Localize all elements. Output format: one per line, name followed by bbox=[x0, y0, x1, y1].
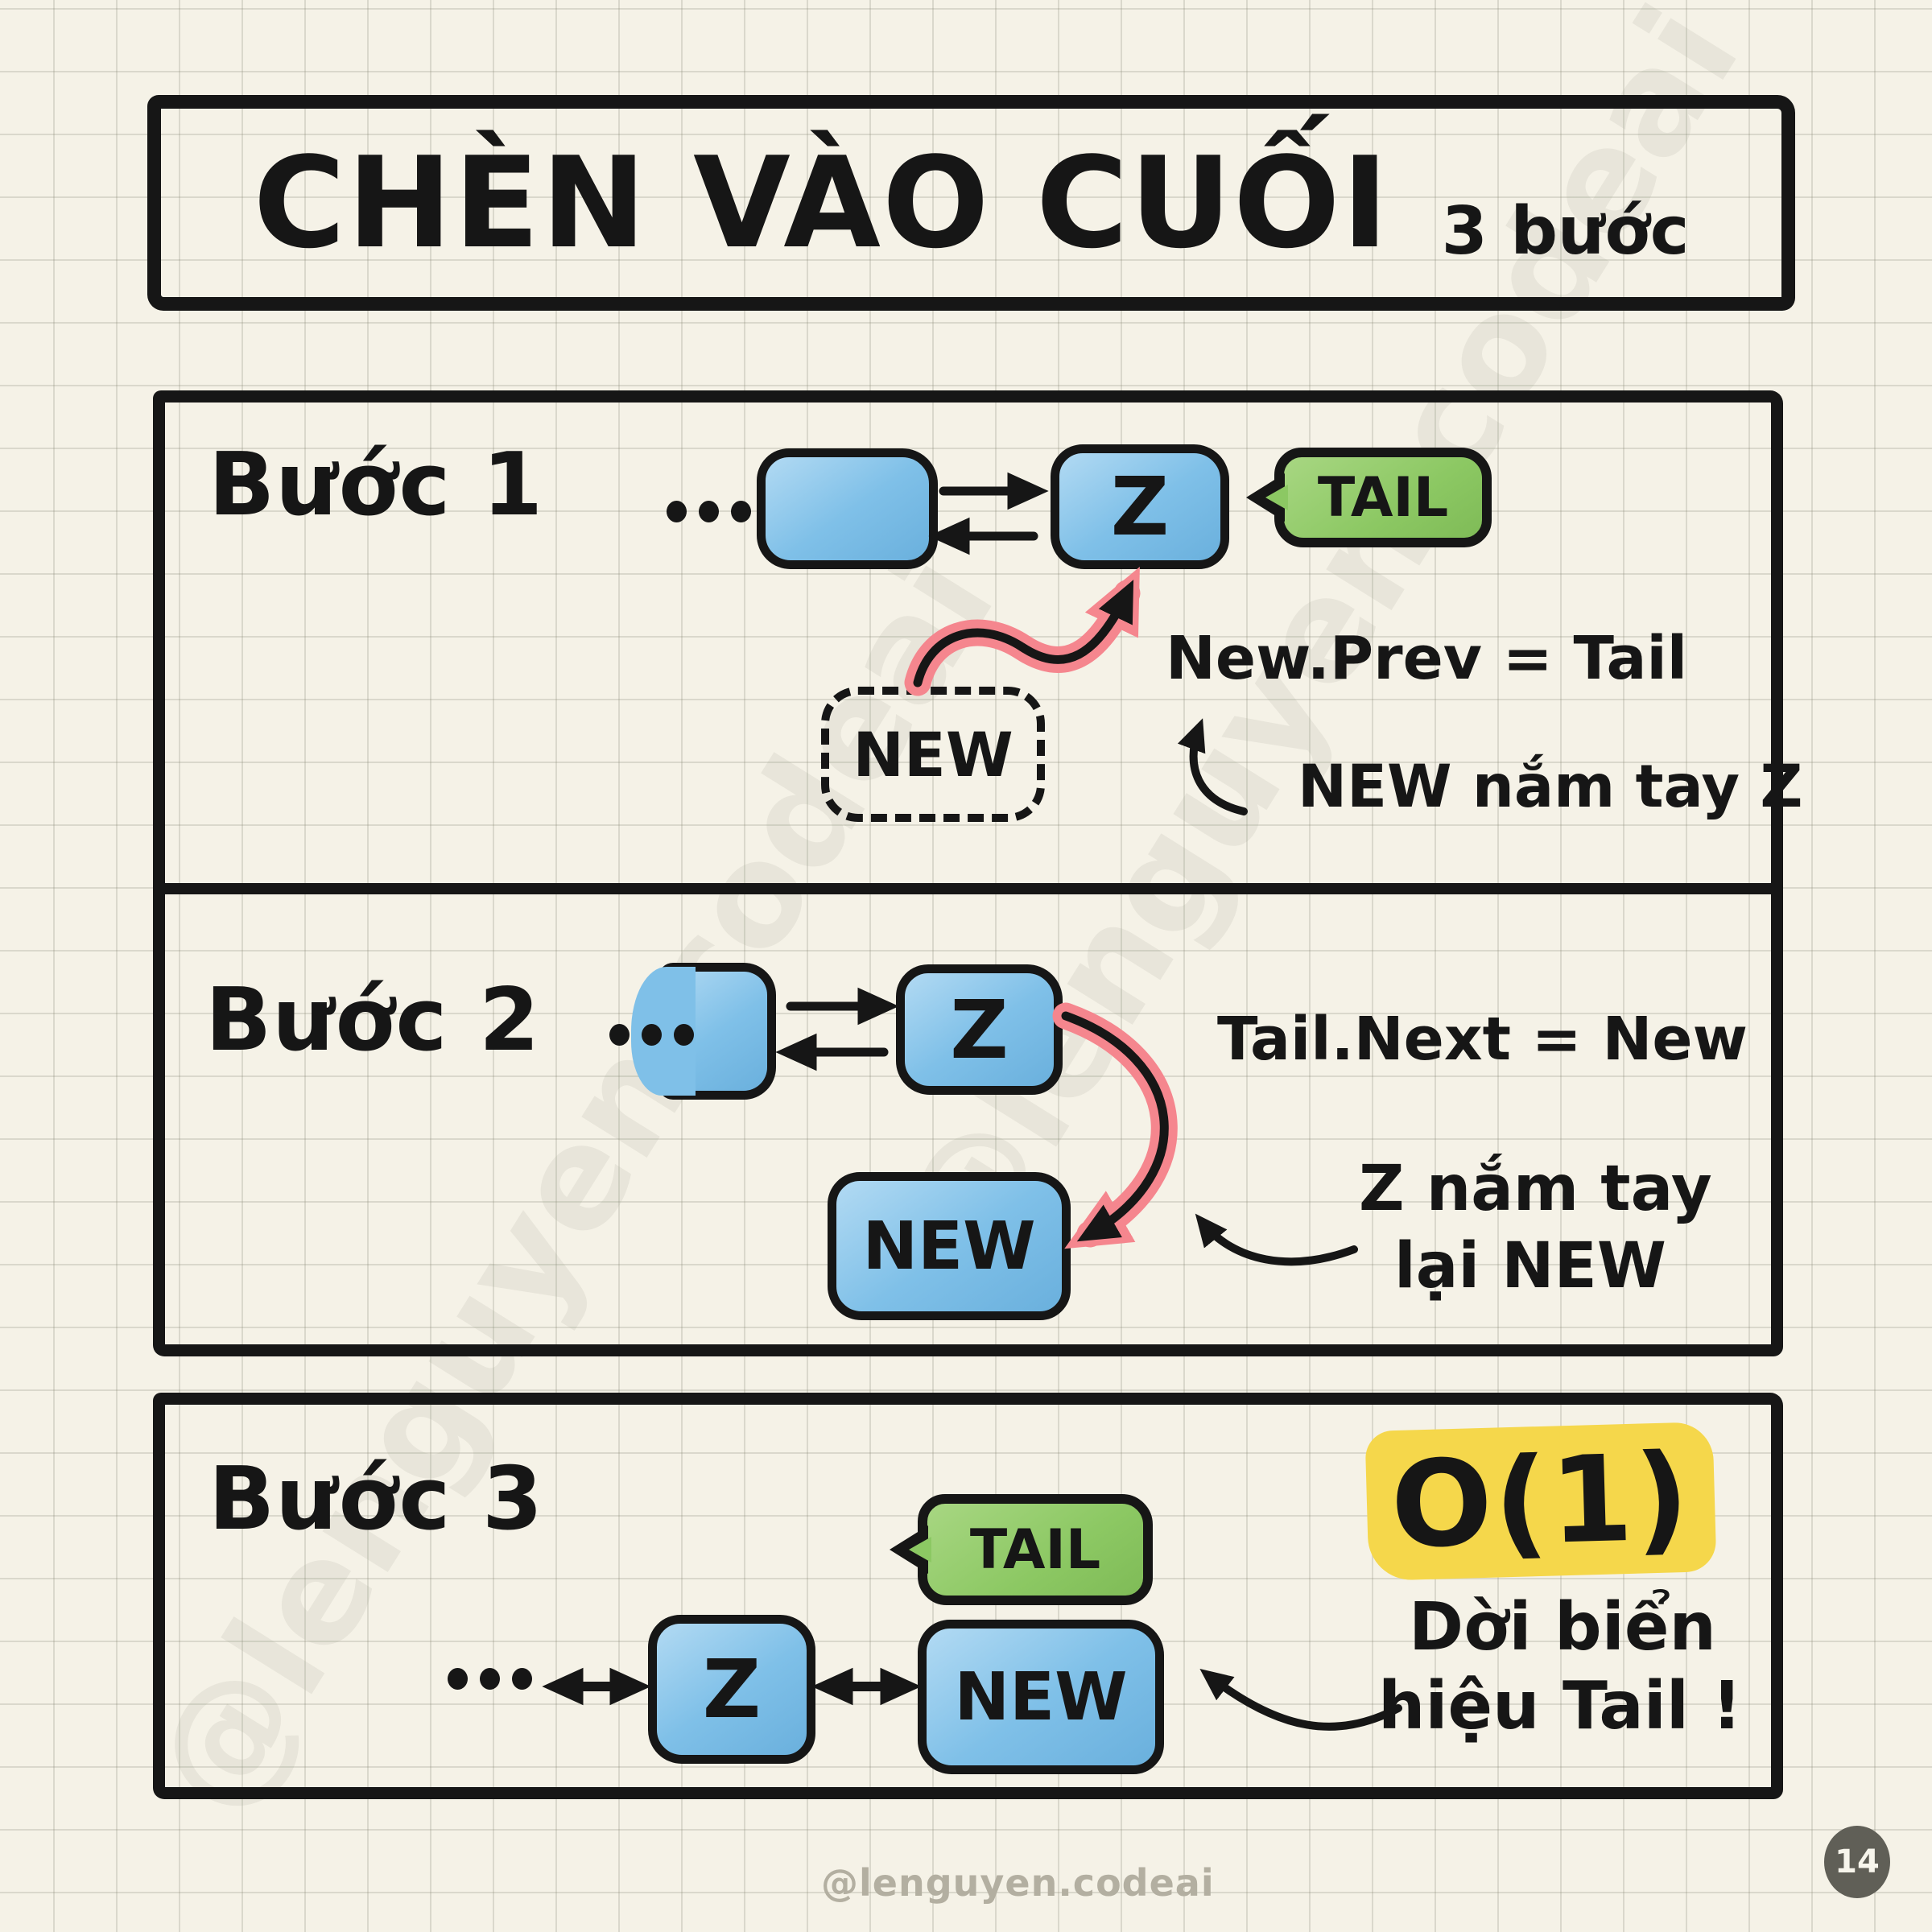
node-new-step3: NEW bbox=[918, 1620, 1164, 1774]
steps-1-2-panel: Bước 1 Z TAIL NEW New.Prev = Tail NEW nắ… bbox=[153, 390, 1802, 1356]
step-3-label: Bước 3 bbox=[208, 1449, 544, 1550]
node-new-dashed-step1: NEW bbox=[821, 687, 1045, 822]
tail-tag-label: TAIL bbox=[1317, 465, 1449, 530]
title-box: CHÈN VÀO CUỐI 3 bước bbox=[147, 95, 1795, 311]
step-1-code: New.Prev = Tail bbox=[1166, 624, 1688, 693]
tail-tag-step1: TAIL bbox=[1274, 448, 1492, 547]
step-1-note: NEW nắm tay Z bbox=[1298, 753, 1803, 821]
list-continuation-dots bbox=[609, 1024, 694, 1046]
list-node-blank bbox=[757, 448, 938, 569]
node-z-label: Z bbox=[1110, 460, 1170, 554]
tail-tag-label: TAIL bbox=[969, 1517, 1101, 1582]
node-z-label: Z bbox=[950, 982, 1009, 1077]
list-continuation-dots bbox=[667, 501, 751, 522]
panel-divider bbox=[153, 883, 1783, 894]
tail-tag-step3: TAIL bbox=[918, 1494, 1153, 1605]
node-new-step2: NEW bbox=[828, 1172, 1071, 1320]
step-1-label: Bước 1 bbox=[208, 435, 544, 535]
complexity-value: O(1) bbox=[1389, 1427, 1693, 1575]
node-z-step1: Z bbox=[1051, 444, 1229, 569]
step-2-note-line2: lại NEW bbox=[1394, 1230, 1666, 1302]
step-2-label: Bước 2 bbox=[205, 970, 541, 1071]
node-z-step3: Z bbox=[648, 1615, 815, 1764]
step-3-note-line2: hiệu Tail ! bbox=[1378, 1668, 1742, 1744]
node-z-step2: Z bbox=[896, 964, 1063, 1095]
complexity-highlight: O(1) bbox=[1364, 1422, 1717, 1581]
page-number-badge: 14 bbox=[1824, 1826, 1890, 1898]
step-2-code: Tail.Next = New bbox=[1217, 1005, 1748, 1074]
list-continuation-dots bbox=[448, 1668, 532, 1690]
node-z-label: Z bbox=[702, 1642, 762, 1736]
step-2-note-line1: Z nắm tay bbox=[1359, 1153, 1712, 1225]
node-new-label: NEW bbox=[954, 1658, 1128, 1736]
node-new-label: NEW bbox=[862, 1208, 1036, 1285]
page-title: CHÈN VÀO CUỐI bbox=[253, 130, 1390, 276]
page-number: 14 bbox=[1835, 1843, 1880, 1880]
footer-watermark: @lenguyen.codeai bbox=[821, 1861, 1215, 1905]
step-3-panel: Bước 3 TAIL Z NEW O(1) Dời biển hiệu Tai… bbox=[153, 1393, 1783, 1799]
node-new-label: NEW bbox=[852, 718, 1013, 791]
page-subtitle: 3 bước bbox=[1441, 192, 1690, 270]
step-3-note-line1: Dời biển bbox=[1409, 1589, 1716, 1666]
